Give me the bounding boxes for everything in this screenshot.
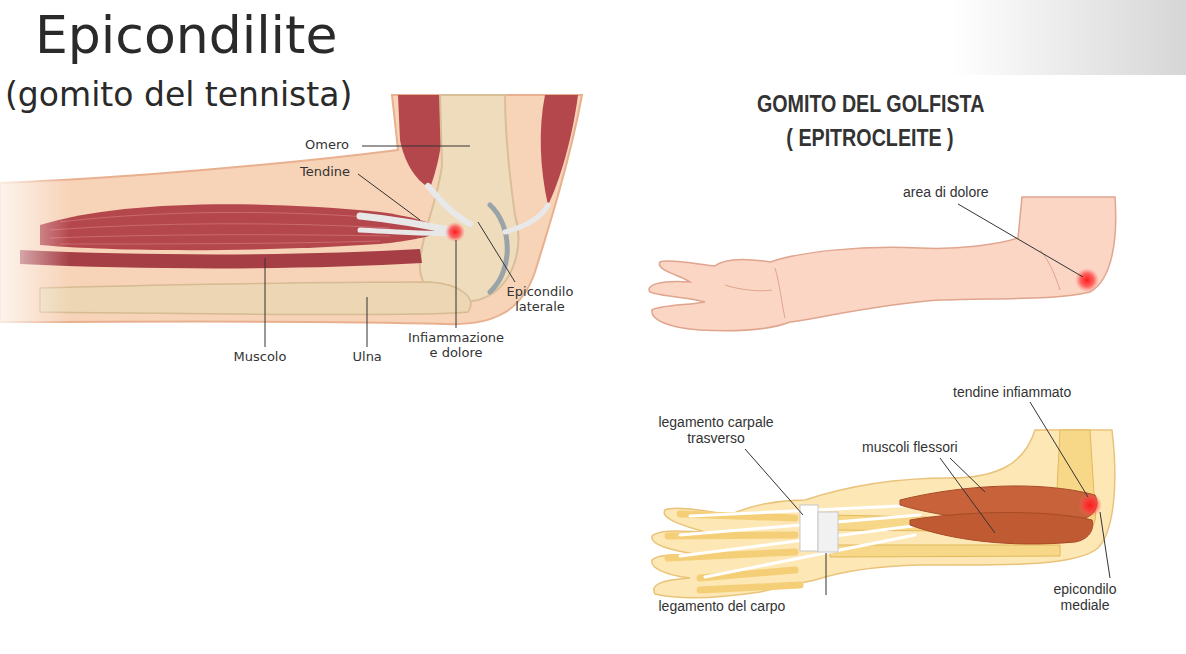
corner-shade — [950, 0, 1186, 75]
part-label: Tendine — [300, 165, 350, 180]
heading-text: ( EPITROCLEITE ) — [786, 124, 953, 152]
deep-muscle — [20, 249, 422, 268]
part-label: epicondilo mediale — [1039, 581, 1131, 613]
carpal-ligament — [818, 512, 838, 552]
arm-skin — [649, 197, 1116, 331]
heading-text: (gomito del tennista) — [5, 76, 352, 114]
joint-cartilage — [490, 205, 507, 292]
fade-edge — [0, 170, 70, 330]
arm-skin — [652, 430, 1115, 598]
heading-text: Epicondilite — [35, 6, 337, 66]
transverse-carpal-ligament — [800, 505, 818, 551]
part-label: Muscolo — [234, 350, 287, 365]
humerus-bone — [420, 95, 518, 302]
part-label: legamento carpale trasverso — [641, 414, 791, 446]
flexor-tendons — [680, 505, 920, 577]
inflamed-tendon-spot — [1078, 493, 1102, 517]
biceps-muscle — [398, 95, 442, 188]
ulna-bone — [40, 282, 471, 314]
part-label: muscoli flessori — [862, 439, 958, 455]
part-label: Ulna — [353, 350, 382, 365]
extensor-muscle — [40, 204, 445, 250]
inflammation-spot — [445, 222, 465, 242]
leader-line — [958, 204, 1083, 277]
muscle-fibres — [50, 212, 390, 244]
tennis-elbow-illustration — [0, 95, 582, 347]
heading-text: GOMITO DEL GOLFISTA — [756, 90, 983, 118]
leader-lines — [265, 146, 515, 347]
part-label: area di dolore — [903, 184, 989, 200]
skin-creases — [725, 250, 1060, 318]
part-label: Infiammazione e dolore — [404, 331, 508, 361]
part-label: Omero — [305, 138, 349, 153]
part-label: tendine infiammato — [953, 384, 1071, 400]
triceps-muscle — [541, 95, 578, 205]
flexor-muscle — [910, 513, 1093, 545]
ulna-bone — [830, 545, 1060, 557]
pain-spot — [1075, 268, 1099, 292]
part-label: legamento del carpo — [659, 598, 786, 614]
arm-skin — [0, 95, 582, 324]
leader-lines — [745, 402, 1110, 595]
part-label: Epicondilo laterale — [498, 285, 582, 315]
golfer-arm-illustration — [649, 197, 1116, 331]
